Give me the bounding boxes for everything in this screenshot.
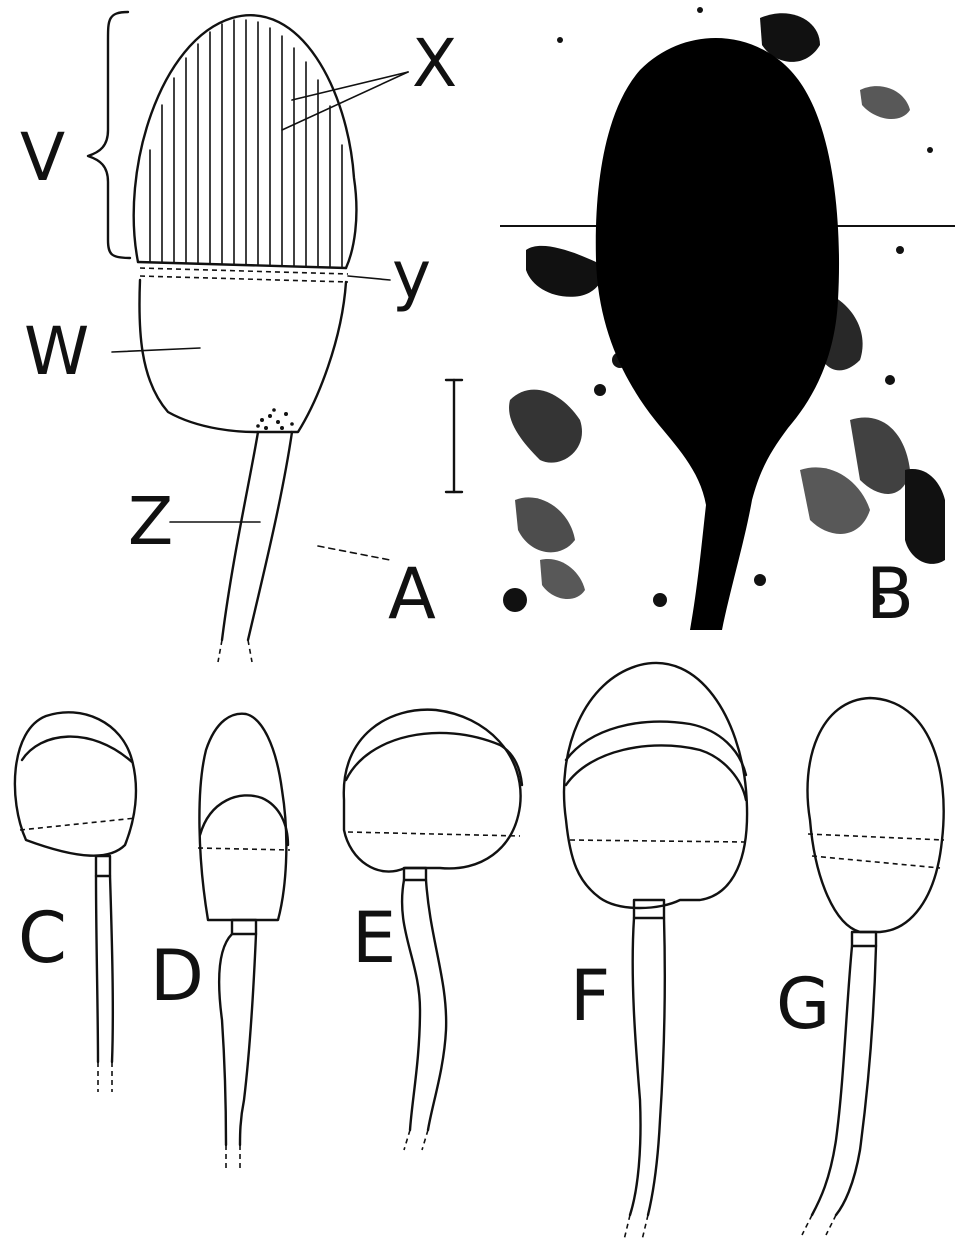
c-head	[15, 712, 136, 855]
acrosome-outline	[134, 15, 357, 268]
f-cap-inner	[566, 745, 746, 800]
equatorial-band-bottom	[140, 276, 348, 282]
stipple	[256, 408, 294, 430]
f-head	[564, 663, 747, 908]
acrosome-striations	[150, 20, 342, 267]
panel-label-a: A	[388, 553, 436, 635]
c-tail-right	[110, 876, 113, 1062]
label-x: X	[412, 25, 457, 102]
label-y: y	[392, 237, 431, 314]
acrosome-base-line	[138, 262, 346, 268]
panel-g-drawing: G	[776, 698, 944, 1235]
g-tail-cut-left	[802, 1215, 812, 1235]
micrograph-specimen	[596, 38, 839, 630]
d-tail-left	[219, 934, 232, 1145]
c-neck	[96, 856, 110, 876]
panel-f-drawing: F	[564, 663, 747, 1240]
e-tail-cut-right	[422, 1130, 428, 1150]
e-neck	[404, 868, 426, 880]
c-cap	[22, 737, 132, 762]
tail-cut-left	[218, 640, 222, 662]
panel-label-e: E	[352, 897, 396, 979]
d-head	[199, 714, 286, 920]
f-cap-outer	[566, 722, 746, 775]
d-tail-right	[240, 934, 256, 1145]
f-tail-cut-left	[624, 1215, 630, 1240]
f-band	[570, 840, 744, 842]
panel-label-c: C	[18, 897, 67, 979]
panel-d-drawing: D	[150, 714, 290, 1172]
e-band	[348, 832, 520, 836]
label-z: Z	[128, 483, 173, 560]
panel-b-micrograph: B	[500, 7, 955, 635]
g-tail-cut-right	[826, 1215, 836, 1235]
f-tail-left	[630, 918, 641, 1215]
equatorial-band-top	[140, 268, 348, 274]
d-band	[198, 848, 290, 850]
x-leader-1	[292, 72, 408, 100]
panel-c-drawing: C	[15, 712, 136, 1092]
tail-left	[222, 432, 258, 640]
nucleus-outline	[139, 280, 346, 432]
f-tail-cut-right	[642, 1215, 648, 1240]
panel-e-drawing: E	[344, 710, 522, 1150]
v-brace	[88, 12, 130, 258]
panel-label-g: G	[776, 963, 830, 1045]
e-tail-cut-left	[404, 1130, 410, 1150]
e-cap	[346, 733, 522, 785]
panel-label-d: D	[150, 935, 204, 1017]
tail-cut-right	[248, 640, 252, 662]
d-neck	[232, 920, 256, 934]
e-tail-right	[426, 880, 446, 1130]
y-leader	[348, 276, 390, 280]
f-tail-right	[648, 918, 665, 1215]
label-v: V	[20, 119, 65, 196]
panel-label-f: F	[570, 955, 610, 1037]
g-band-2	[812, 856, 940, 868]
panel-label-b: B	[866, 553, 914, 635]
c-tail-left	[96, 876, 98, 1062]
g-neck	[852, 932, 876, 946]
d-cap	[200, 795, 288, 845]
e-tail-left	[402, 880, 420, 1130]
panel-a-drawing: V X y W Z A	[20, 12, 462, 662]
g-head	[808, 698, 944, 932]
c-band	[20, 818, 136, 830]
g-band-1	[808, 834, 944, 840]
label-w: W	[24, 313, 89, 390]
a-leader	[318, 546, 390, 560]
tail-right	[248, 432, 292, 640]
w-leader	[112, 348, 200, 352]
